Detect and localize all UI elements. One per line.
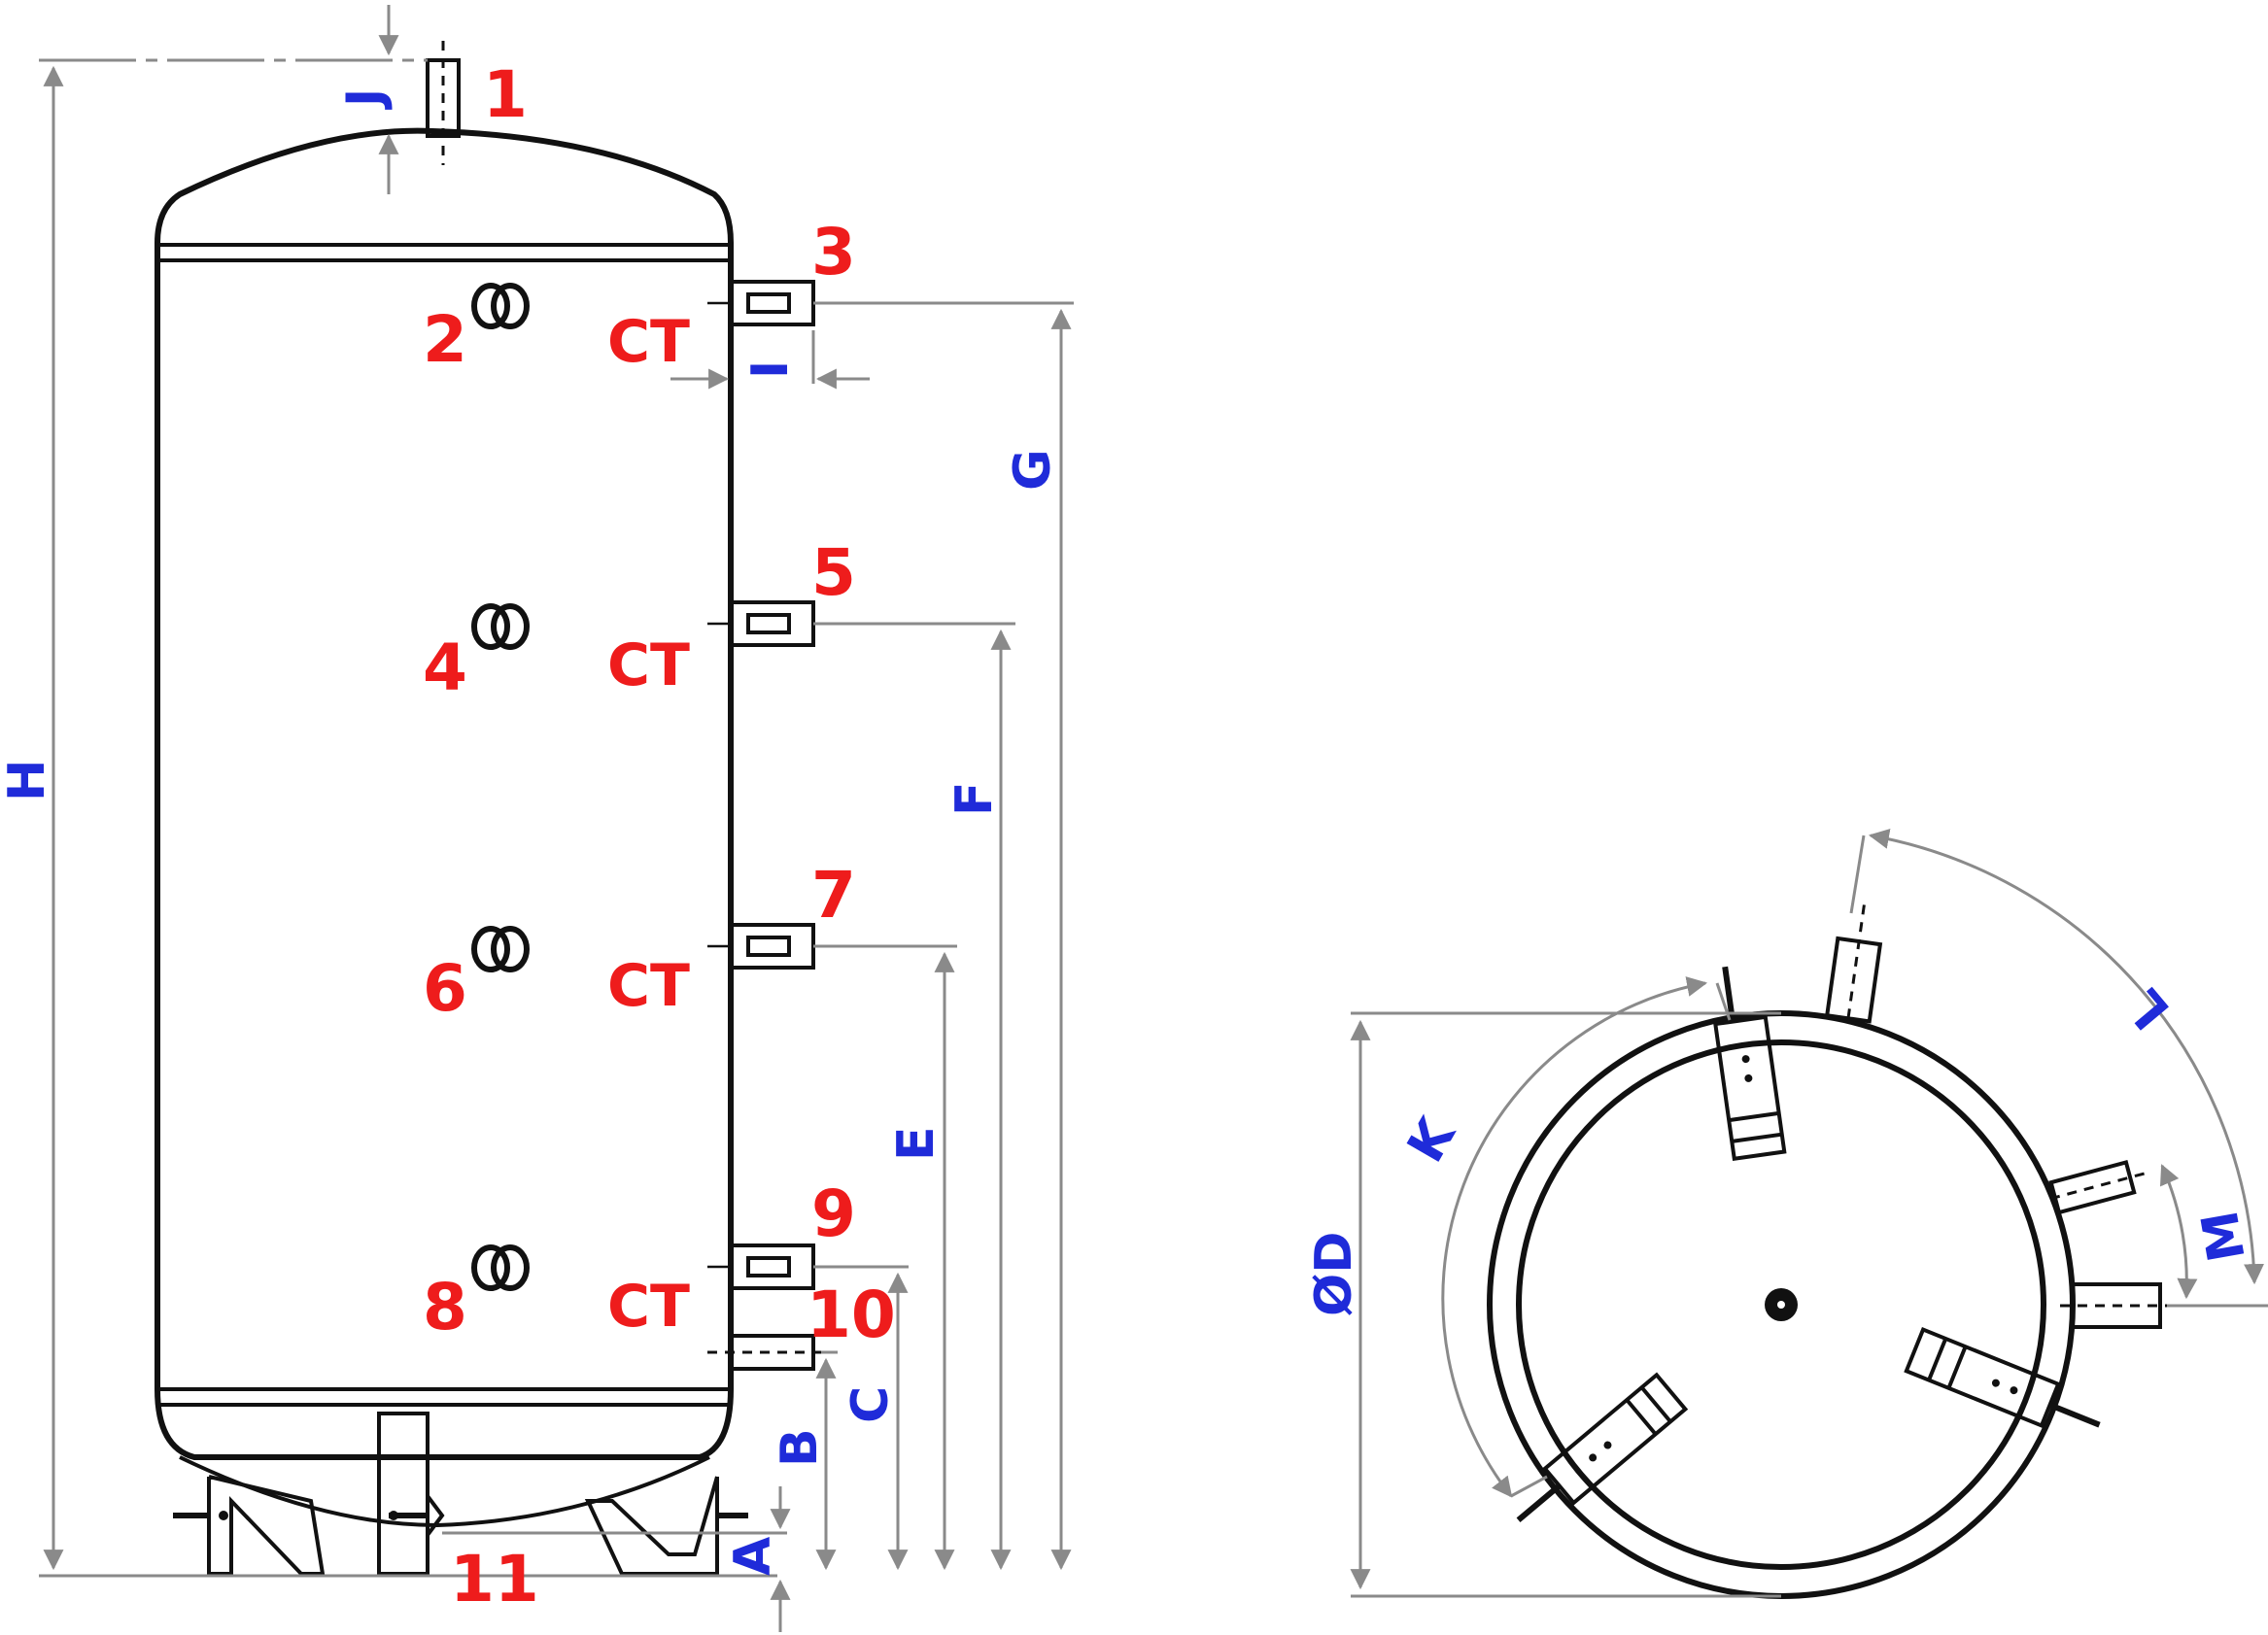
port-label-11: 11 xyxy=(450,1542,539,1617)
port-label-7: 7 xyxy=(811,858,856,933)
dimension-label-h: H xyxy=(0,759,56,801)
top-view xyxy=(1350,829,2268,1599)
side-connection xyxy=(707,1334,821,1371)
tank-foot xyxy=(173,1475,326,1576)
tank-body-outline xyxy=(155,127,734,1460)
port-label-8: 8 xyxy=(423,1270,467,1345)
port-label-6: 6 xyxy=(423,951,467,1026)
side-sensor-top-view xyxy=(1904,1326,2101,1429)
sensor-well-icon xyxy=(471,283,530,329)
dimension-label-f: F xyxy=(945,781,1004,816)
dimension-label-i: I xyxy=(741,360,800,379)
side-connection xyxy=(707,1243,815,1290)
tank-foot xyxy=(584,1476,748,1576)
top-nozzle xyxy=(426,41,461,165)
dimension-label-c: C xyxy=(842,1386,900,1423)
side-view xyxy=(39,5,1074,1632)
dimension-label-b: B xyxy=(771,1428,829,1467)
port-label-3: 3 xyxy=(811,215,856,290)
dimension-label-e: E xyxy=(887,1126,945,1161)
dimension-arc-m xyxy=(2159,1164,2198,1300)
bottom-drain xyxy=(377,1412,445,1576)
dimension-arc-k xyxy=(1441,976,1708,1498)
bottom-dome xyxy=(179,1455,710,1528)
dimension-label-d: ØD xyxy=(1305,1232,1363,1316)
side-connection-top-view xyxy=(2060,1282,2172,1329)
sensor-label: CT xyxy=(607,1273,690,1341)
sensor-label: CT xyxy=(607,631,690,699)
dimension-label-g: G xyxy=(1004,449,1062,491)
side-connection xyxy=(707,923,815,970)
port-label-10: 10 xyxy=(807,1277,896,1352)
dimension-arc-l xyxy=(1868,829,2264,1285)
side-connection xyxy=(707,280,815,326)
side-connection-top-view xyxy=(2048,1159,2149,1215)
sensor-well-icon xyxy=(471,603,530,650)
port-label-9: 9 xyxy=(811,1176,856,1251)
side-connection xyxy=(707,600,815,647)
top-connection xyxy=(1824,904,1883,1024)
port-label-5: 5 xyxy=(811,535,856,610)
port-label-4: 4 xyxy=(423,630,467,705)
top-sensor xyxy=(1713,966,1787,1162)
port-label-2: 2 xyxy=(423,302,467,377)
dimension-label-m: M xyxy=(2191,1207,2257,1266)
sensor-well-icon xyxy=(471,926,530,972)
dimension-label-a: A xyxy=(724,1537,782,1576)
sensor-well-icon xyxy=(471,1244,530,1291)
dimension-label-k: K xyxy=(1396,1107,1467,1172)
sensor-label: CT xyxy=(607,952,690,1020)
sensor-label: CT xyxy=(607,308,690,376)
dimension-label-j: J xyxy=(336,88,395,110)
port-label-1: 1 xyxy=(483,57,528,132)
